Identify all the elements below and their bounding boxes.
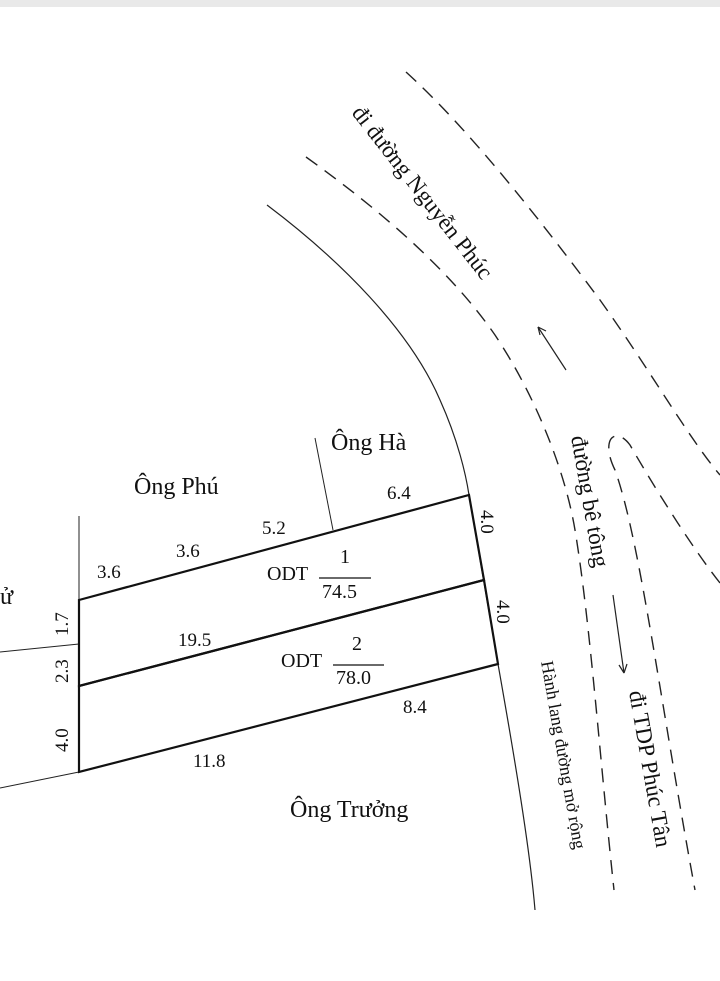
road-edge-solid	[266, 204, 470, 496]
left-partial-label: ử	[0, 584, 14, 610]
road-edge-dashed-loop	[608, 435, 720, 891]
road-nguyen-phuc-label: đi đường Nguyễn Phúc	[347, 101, 498, 284]
parcel-2-type: ODT	[281, 650, 322, 672]
road-tdp-label: đi TDP Phúc Tân	[624, 689, 676, 850]
dim-middle-19-5: 19.5	[178, 630, 211, 651]
dim-left-4-0: 4.0	[52, 728, 73, 752]
dim-top-3-6-a: 3.6	[97, 562, 121, 583]
road-concrete-label: đường bê tông	[566, 434, 614, 570]
parcel-1-number: 1	[340, 546, 350, 568]
boundary-left-ext-top	[0, 643, 80, 653]
dim-bottom-8-4: 8.4	[403, 697, 427, 718]
boundary-ha-phu	[314, 437, 334, 531]
dim-top-6-4: 6.4	[387, 483, 411, 504]
road-edge-dashed-outer	[405, 71, 720, 476]
road-edge-dashed-inner	[305, 156, 615, 891]
owner-phu-label: Ông Phú	[134, 473, 219, 500]
parcel-2-area: 78.0	[336, 667, 371, 689]
top-edge-bar	[0, 0, 720, 7]
dim-left-1-7: 1.7	[52, 612, 73, 636]
corridor-label: Hành lang đường mở rộng	[537, 659, 590, 850]
owner-ha-label: Ông Hà	[331, 429, 407, 456]
parcel-1-type: ODT	[267, 563, 308, 585]
owner-truong-label: Ông Trưởng	[290, 796, 408, 823]
dim-right-4-0-bottom: 4.0	[492, 600, 513, 624]
dim-bottom-11-8: 11.8	[193, 751, 226, 772]
dim-left-2-3: 2.3	[52, 659, 73, 683]
parcel-2-number: 2	[352, 633, 362, 655]
corridor-line	[468, 494, 536, 911]
parcel-2-outline	[77, 578, 500, 774]
dim-right-4-0-top: 4.0	[476, 510, 497, 534]
arrow-down-icon	[612, 594, 628, 674]
dim-top-3-6-b: 3.6	[176, 541, 200, 562]
arrow-up-left-icon	[537, 326, 567, 371]
dim-top-5-2: 5.2	[262, 518, 286, 539]
boundary-left-ext-bottom	[0, 771, 80, 789]
parcel-1-area: 74.5	[322, 581, 357, 603]
